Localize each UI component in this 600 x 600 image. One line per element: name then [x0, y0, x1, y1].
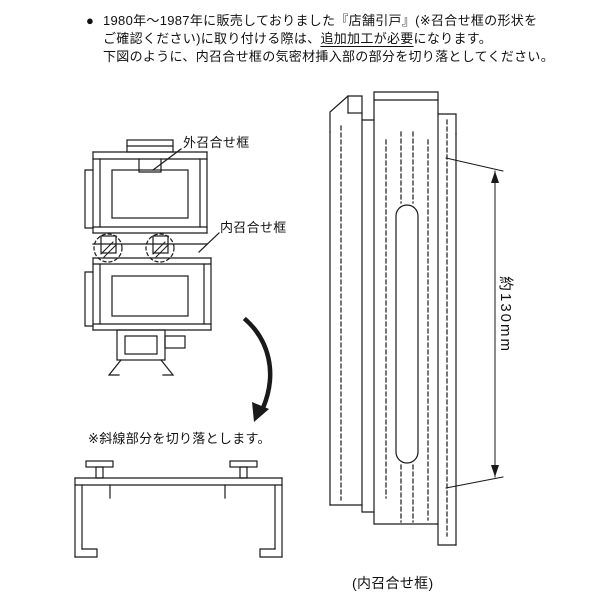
instruction-line-2-pre: ご確認ください)に取り付ける際は、	[103, 31, 321, 46]
dimension-130mm	[445, 157, 504, 489]
bullet-icon: ●	[86, 13, 95, 28]
inner-stile-perspective-drawing	[329, 91, 457, 546]
outer-stile-profile	[84, 139, 208, 234]
inner-stile-profile	[84, 257, 212, 376]
instruction-line-3: 下図のように、内召合せ框の気密材挿入部の部分を切り落としてください。	[103, 49, 555, 64]
inner-stile-leader-line	[198, 232, 220, 253]
arrowhead	[252, 402, 269, 422]
dimension-arrow-bottom	[491, 465, 499, 477]
assembled-cross-section-drawing	[84, 139, 220, 376]
interlock-area	[92, 233, 212, 265]
instruction-line-1: 1980年〜1987年に販売しておりました『店舗引戸』(※召合せ框の形状を	[103, 13, 538, 28]
cut-result-cross-section-drawing	[74, 460, 283, 558]
curved-down-arrow	[242, 316, 273, 422]
instruction-line-2-underlined: 追加加工が必要	[320, 31, 414, 46]
outer-stile-leader-line	[152, 148, 182, 171]
instruction-line-2-post: になります。	[413, 31, 493, 46]
cut-zone-circle-left	[93, 233, 123, 263]
gasket-slot-outline	[395, 204, 419, 464]
cut-zone-circle-right	[145, 233, 175, 263]
dimension-label: 約130mm	[497, 276, 514, 354]
dimension-arrow-top	[491, 171, 499, 183]
instruction-line-2: ご確認ください)に取り付ける際は、追加加工が必要になります。	[103, 30, 492, 48]
outer-stile-label: 外召合せ框	[183, 135, 250, 150]
perspective-caption: (内召合せ框)	[352, 575, 434, 591]
cut-note: ※斜線部分を切り落とします。	[88, 431, 271, 446]
hatch-lines	[100, 241, 169, 258]
inner-stile-label: 内召合せ框	[220, 220, 287, 235]
